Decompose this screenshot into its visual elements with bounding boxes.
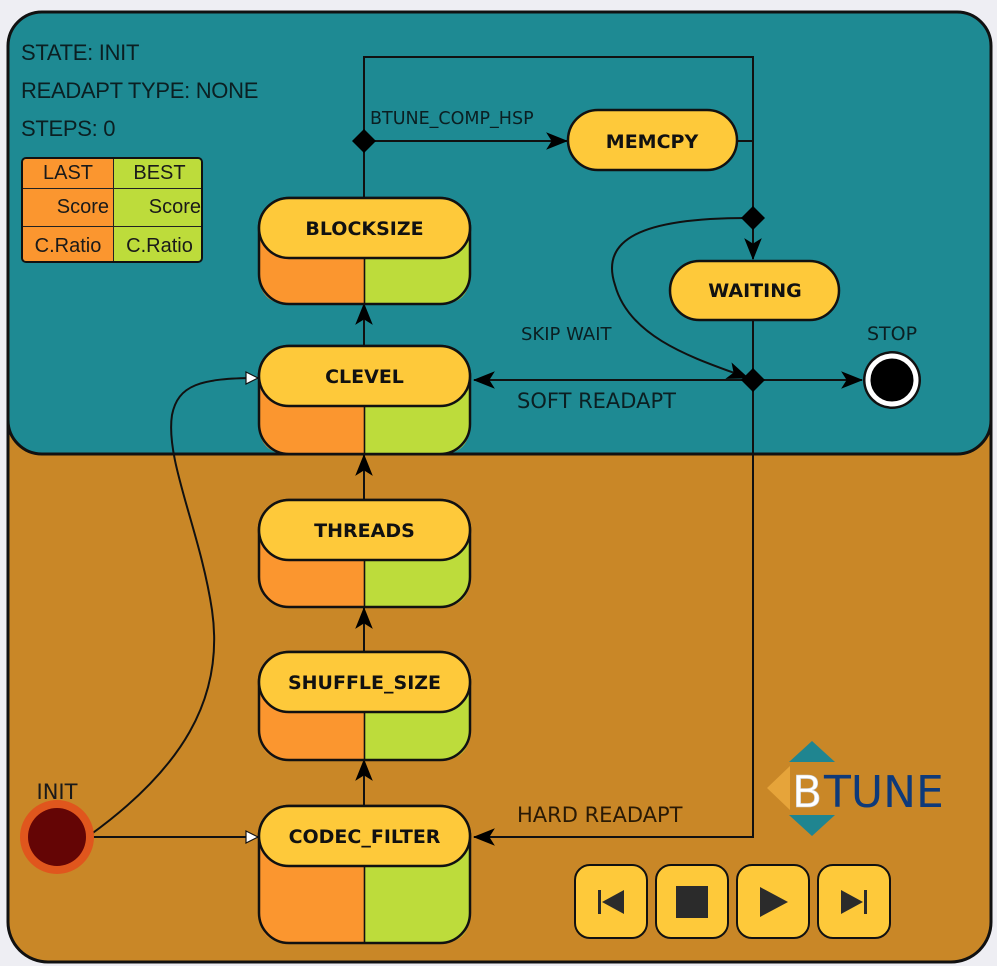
state-codec-filter-label: CODEC_FILTER (289, 826, 441, 848)
steps-status-label: STEPS: (21, 116, 98, 141)
legend-best-ratio: C.Ratio (114, 227, 201, 261)
state-codec-filter[interactable]: CODEC_FILTER (257, 804, 472, 945)
state-clevel-label: CLEVEL (325, 366, 404, 388)
label-skip-wait: SKIP WAIT (521, 324, 613, 345)
edge-blocksize-loop (363, 56, 754, 212)
label-hard-readapt: HARD READAPT (517, 803, 683, 827)
legend-last-header: LAST (23, 159, 114, 189)
state-threads[interactable]: THREADS (257, 498, 472, 609)
stop-label: STOP (867, 323, 917, 345)
play-icon (760, 886, 788, 917)
readapt-status-value: NONE (195, 78, 259, 103)
state-blocksize[interactable]: BLOCKSIZE (257, 196, 472, 306)
legend-last-score: Score (23, 189, 114, 227)
legend-best-header: BEST (114, 159, 201, 189)
junction-diamond-memcpy (741, 206, 765, 230)
state-status-label: STATE: (21, 40, 93, 65)
state-header (257, 196, 472, 260)
edge-init-clevel (89, 378, 258, 836)
edge-skip-wait (610, 217, 750, 379)
state-shuffle-size-label: SHUFFLE_SIZE (288, 672, 441, 694)
btune-logo: B TUNE (767, 741, 944, 836)
state-header (257, 498, 472, 562)
readapt-status-label: READAPT TYPE: (21, 78, 190, 103)
junction-diamond-blocksize (352, 129, 376, 153)
logo-triangle-up (789, 741, 835, 762)
play-button[interactable] (736, 864, 810, 939)
state-header (257, 650, 472, 714)
state-threads-label: THREADS (314, 520, 415, 542)
state-header (257, 804, 472, 868)
legend-best-score: Score (114, 189, 201, 227)
stop-node-ring (865, 353, 919, 407)
logo-text: TUNE (823, 767, 944, 818)
legend-last-ratio: C.Ratio (23, 227, 114, 261)
init-label: INIT (37, 780, 78, 804)
state-shuffle-size[interactable]: SHUFFLE_SIZE (257, 650, 472, 762)
top-panel (6, 10, 993, 456)
state-waiting-label: WAITING (708, 280, 801, 302)
skip-forward-icon (841, 889, 867, 914)
state-blocksize-label: BLOCKSIZE (305, 218, 423, 240)
junction-diamond-readapt (741, 368, 765, 392)
skip-to-start-button[interactable] (574, 864, 648, 939)
readapt-status: READAPT TYPE: NONE (21, 78, 258, 104)
logo-triangle-down (789, 815, 835, 836)
state-memcpy[interactable]: MEMCPY (566, 108, 739, 172)
stop-button[interactable] (655, 864, 729, 939)
edge-hard-readapt (472, 320, 754, 846)
state-clevel[interactable]: CLEVEL (257, 344, 472, 456)
state-waiting[interactable]: WAITING (668, 259, 841, 322)
logo-triangle-left (767, 766, 790, 810)
state-header (257, 344, 472, 408)
init-node-core (28, 808, 86, 866)
steps-status-value: 0 (103, 116, 116, 141)
steps-status: STEPS: 0 (21, 116, 116, 142)
state-memcpy-label: MEMCPY (606, 131, 699, 153)
label-soft-readapt: SOFT READAPT (517, 389, 676, 413)
logo-letter-b: B (792, 767, 822, 818)
label-btune-comp-hsp: BTUNE_COMP_HSP (370, 109, 534, 129)
skip-back-icon (598, 889, 624, 914)
stop-icon (676, 885, 708, 918)
state-status-value: INIT (98, 40, 140, 65)
skip-to-end-button[interactable] (817, 864, 891, 939)
score-legend: LAST BEST Score Score C.Ratio C.Ratio (21, 157, 203, 263)
state-status: STATE: INIT (21, 40, 139, 66)
